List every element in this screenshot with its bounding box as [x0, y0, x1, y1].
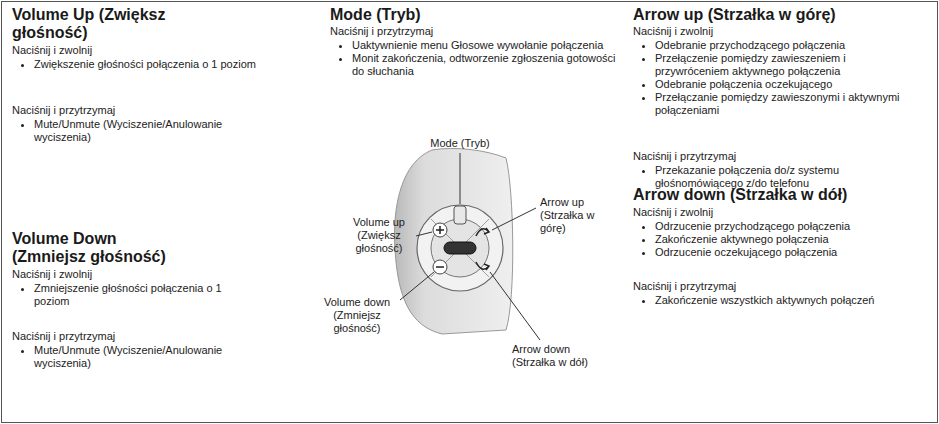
leader-line — [460, 153, 461, 204]
bullet-item: Zakończenie aktywnego połączenia — [655, 233, 923, 246]
bullet-item: Przekazanie połączenia do/z systemu głoś… — [655, 164, 883, 190]
leader-line — [492, 208, 536, 230]
minus-symbol — [436, 266, 444, 268]
action-label: Naciśnij i zwolnij — [633, 206, 883, 219]
bullet-item: Uaktywnienie menu Głosowe wywołanie połą… — [352, 39, 620, 52]
bullet-item: Odrzucenie oczekującego połączenia — [655, 246, 923, 259]
volume-down-button — [433, 260, 447, 274]
callout-label: Volume down (Zmniejsz głośność) — [316, 296, 398, 335]
bullet-item: Zwiększenie głośności połączenia o 1 poz… — [34, 58, 312, 71]
bullet-list: Odrzucenie przychodzącego połączeniaZako… — [633, 220, 923, 259]
mode-button — [454, 206, 466, 224]
bullet-list: Przekazanie połączenia do/z systemu głoś… — [633, 164, 883, 190]
bullet-item: Mute/Unmute (Wyciszenie/Anulowanie wycis… — [34, 118, 252, 144]
button-divider — [431, 219, 489, 277]
callout-label: Mode (Tryb) — [415, 137, 505, 150]
button-ring — [431, 219, 489, 277]
callout-label: Volume up (Zwiększ głośność) — [346, 216, 412, 255]
section-heading: Arrow up (Strzałka w górę) — [633, 6, 933, 24]
callout-label: Arrow up (Strzałka w górę) — [540, 196, 620, 235]
action-label: Naciśnij i przytrzymaj — [633, 280, 883, 293]
bullet-item: Przełączanie pomiędzy zawieszonymi i akt… — [655, 91, 903, 117]
bullet-item: Odrzucenie przychodzącego połączenia — [655, 220, 923, 233]
leader-line — [490, 272, 540, 340]
bullet-list: Odebranie przychodzącego połączeniaPrzeł… — [633, 39, 903, 117]
button-divider — [431, 219, 489, 277]
callout-label: Arrow down (Strzałka w dół) — [512, 343, 607, 369]
arrow-up-symbol — [476, 228, 489, 236]
action-label: Naciśnij i zwolnij — [633, 25, 883, 38]
steering-pad — [394, 148, 512, 334]
bullet-list: Zwiększenie głośności połączenia o 1 poz… — [12, 58, 312, 71]
action-label: Naciśnij i przytrzymaj — [12, 330, 262, 343]
action-label: Naciśnij i zwolnij — [12, 44, 262, 57]
action-label: Naciśnij i przytrzymaj — [330, 25, 580, 38]
volume-up-button — [433, 223, 447, 237]
arrow-down-symbol — [476, 262, 489, 270]
leader-line — [416, 232, 432, 236]
action-label: Naciśnij i przytrzymaj — [633, 150, 883, 163]
bullet-item: Odebranie przychodzącego połączenia — [655, 39, 903, 52]
bullet-item: Monit zakończenia, odtworzenie zgłoszeni… — [352, 52, 620, 78]
plus-symbol — [436, 226, 444, 234]
bullet-list: Uaktywnienie menu Głosowe wywołanie połą… — [330, 39, 620, 78]
bullet-list: Mute/Unmute (Wyciszenie/Anulowanie wycis… — [12, 344, 252, 370]
bullet-item: Odebranie połączenia oczekującego — [655, 78, 903, 91]
bullet-item: Zmniejszenie głośności połączenia o 1 po… — [34, 282, 227, 308]
section-heading: Volume Up (Zwiększ głośność) — [12, 6, 172, 42]
action-label: Naciśnij i przytrzymaj — [12, 104, 262, 117]
bullet-item: Mute/Unmute (Wyciszenie/Anulowanie wycis… — [34, 344, 252, 370]
action-label: Naciśnij i zwolnij — [12, 268, 262, 281]
bullet-list: Zakończenie wszystkich aktywnych połącze… — [633, 294, 933, 307]
section-heading: Volume Down (Zmniejsz głośność) — [12, 230, 172, 266]
leader-line — [400, 272, 434, 300]
bullet-list: Mute/Unmute (Wyciszenie/Anulowanie wycis… — [12, 118, 252, 144]
bullet-list: Zmniejszenie głośności połączenia o 1 po… — [12, 282, 227, 308]
button-cluster — [417, 205, 503, 291]
center-button — [444, 242, 476, 254]
section-heading: Mode (Tryb) — [330, 6, 580, 24]
bullet-item: Zakończenie wszystkich aktywnych połącze… — [655, 294, 933, 307]
bullet-item: Przełączenie pomiędzy zawieszeniem i prz… — [655, 52, 903, 78]
